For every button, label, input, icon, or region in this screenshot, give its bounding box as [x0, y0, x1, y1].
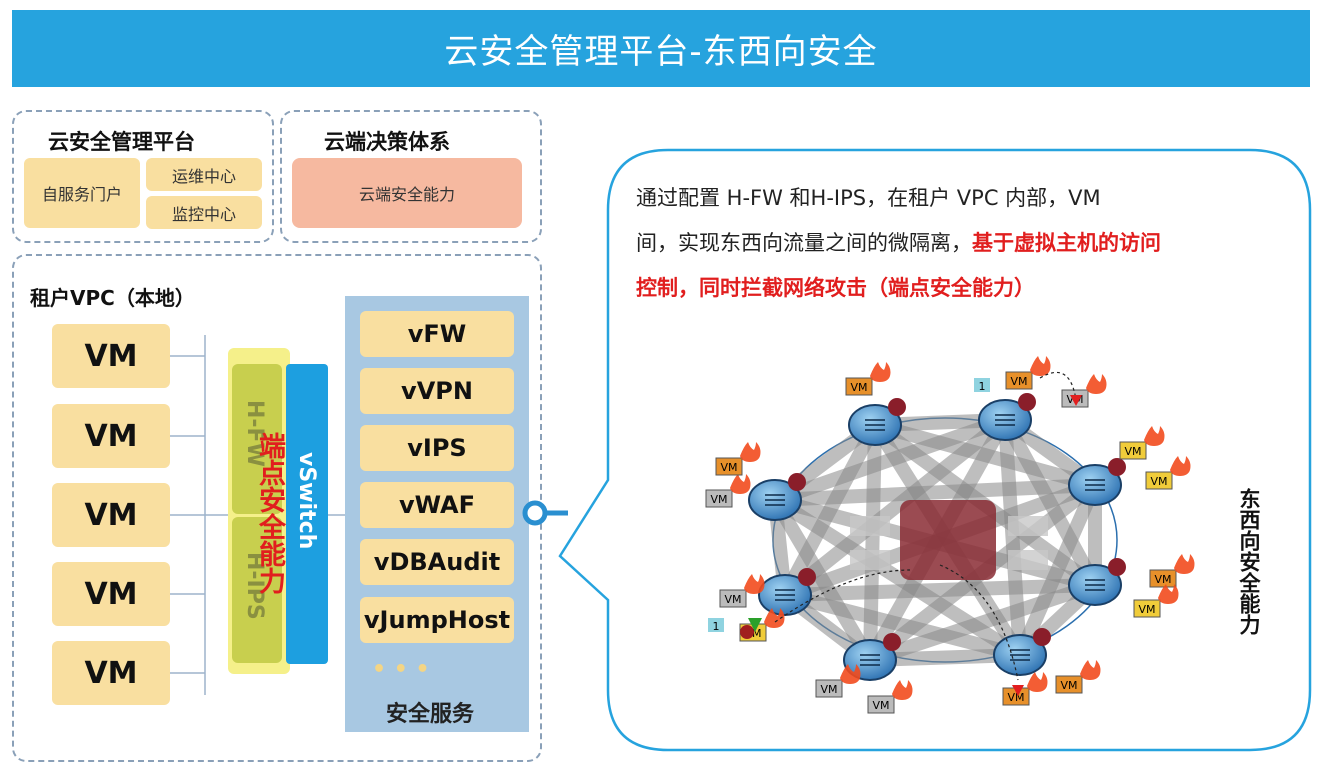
mesh-link — [768, 413, 1012, 507]
ops-center[interactable]: 运维中心 — [146, 158, 262, 191]
vswitch-box — [286, 364, 328, 664]
endpoint-label: 端点安全能力 — [254, 432, 285, 594]
callout-line-2-red: 基于虚拟主机的访问 — [972, 231, 1161, 255]
attack-flame-icon — [1080, 660, 1101, 680]
svc-vdbaudit[interactable]: vDBAudit — [360, 539, 514, 585]
vm-tag: VM — [1145, 456, 1191, 490]
vm-tag-label: VM — [720, 461, 737, 474]
attack-flame-icon — [1030, 356, 1051, 376]
cloud-capability[interactable]: 云端安全能力 — [292, 158, 522, 228]
svc-vwaf[interactable]: vWAF — [360, 482, 514, 528]
services-more: • • • — [372, 657, 430, 682]
vpc-title: 租户VPC（本地） — [30, 286, 195, 310]
vm-box: VM — [52, 562, 170, 626]
vm-tag-label: VM — [820, 683, 837, 696]
vm-tag-label: VM — [1060, 679, 1077, 692]
attack-flame-icon — [730, 474, 751, 494]
switch-node — [978, 393, 1036, 441]
hfw-label: H-FW — [242, 400, 267, 467]
services-label: 安全服务 — [386, 702, 475, 727]
switch-node — [748, 473, 806, 521]
switch-node — [848, 398, 906, 446]
vm-tag-label: VM — [850, 381, 867, 394]
vm-tag-label: VM — [724, 593, 741, 606]
vm-tag: VM — [715, 442, 761, 476]
monitor-center[interactable]: 监控中心 — [146, 196, 262, 229]
microsegmentation-network: VMVMVMVMVMVMVMVMVMVMVMVMVMVMVM 1 1 — [705, 356, 1195, 714]
attack-flame-icon — [1170, 456, 1191, 476]
vm-tag: VM — [705, 474, 751, 508]
svc-vips[interactable]: vIPS — [360, 425, 514, 471]
vm-tag-label: VM — [1007, 691, 1024, 704]
vm-tag-label: VM — [710, 493, 727, 506]
vm-tag-label: VM — [1150, 475, 1167, 488]
vm-tag-label: VM — [1154, 573, 1171, 586]
vm-tag: VM — [719, 574, 765, 608]
attack-flame-icon — [740, 442, 761, 462]
callout-line-3: 控制，同时拦截网络攻击（端点安全能力） — [636, 266, 1035, 311]
badge-2: 1 — [979, 380, 986, 393]
attack-flame-icon — [870, 362, 891, 382]
vm-tag: VM — [1055, 660, 1101, 694]
mesh-link — [768, 493, 1027, 662]
callout-line-3-red: 控制，同时拦截网络攻击（端点安全能力） — [636, 276, 1035, 300]
svc-vvpn[interactable]: vVPN — [360, 368, 514, 414]
hfw-box — [232, 364, 282, 514]
switch-node — [993, 628, 1051, 676]
vm-tag-label: VM — [872, 699, 889, 712]
callout-line-1: 通过配置 H-FW 和H-IPS，在租户 VPC 内部，VM — [636, 186, 1101, 210]
vm-tag-label: VM — [1138, 603, 1155, 616]
svc-vjumphost[interactable]: vJumpHost — [360, 597, 514, 643]
attack-flame-icon — [892, 680, 913, 700]
hips-label: H-IPS — [242, 552, 267, 620]
decision-title: 云端决策体系 — [324, 130, 450, 154]
mesh-link — [768, 478, 1102, 507]
hips-box — [232, 517, 282, 663]
badge-1: 1 — [713, 620, 720, 633]
platform-box — [12, 110, 274, 243]
callout-line-2: 间，实现东西向流量之间的微隔离，基于虚拟主机的访问 — [636, 221, 1161, 266]
switch-node — [1068, 558, 1126, 606]
vm-tag: VM — [1133, 584, 1179, 618]
vm-tag: VM — [1005, 356, 1051, 390]
vm-tag: VM — [1149, 554, 1195, 588]
attack-flame-icon — [1158, 584, 1179, 604]
callout-line-2-text: 间，实现东西向流量之间的微隔离， — [636, 231, 972, 255]
attack-flame-icon — [1027, 672, 1048, 692]
vm-box: VM — [52, 483, 170, 547]
vm-box: VM — [52, 404, 170, 468]
attack-flame-icon — [1174, 554, 1195, 574]
vm-tag: VM — [815, 664, 861, 698]
vm-box: VM — [52, 324, 170, 388]
svc-vfw[interactable]: vFW — [360, 311, 514, 357]
attack-flame-icon — [1144, 426, 1165, 446]
mesh-link — [768, 493, 877, 667]
vm-tag-label: VM — [1010, 375, 1027, 388]
platform-title: 云安全管理平台 — [48, 130, 195, 154]
switch-node — [1068, 458, 1126, 506]
vswitch-label: vSwitch — [294, 452, 319, 550]
vm-box: VM — [52, 641, 170, 705]
vm-tag: VM — [1002, 672, 1048, 706]
east-west-label: 东西向安全能力 — [1237, 488, 1261, 635]
attack-flame-icon — [764, 608, 785, 628]
mesh-link — [863, 578, 1102, 667]
vm-tag: VM — [845, 362, 891, 396]
banner-title: 云安全管理平台-东西向安全 — [12, 10, 1310, 87]
vm-tag: VM — [1119, 426, 1165, 460]
mesh-link — [778, 588, 1027, 662]
attack-flame-icon — [744, 574, 765, 594]
self-service-portal[interactable]: 自服务门户 — [24, 158, 140, 228]
attack-flame-icon — [840, 664, 861, 684]
attack-flame-icon — [1086, 374, 1107, 394]
decision-box — [280, 110, 542, 243]
vm-tag-label: VM — [1124, 445, 1141, 458]
vm-tag: VM — [867, 680, 913, 714]
